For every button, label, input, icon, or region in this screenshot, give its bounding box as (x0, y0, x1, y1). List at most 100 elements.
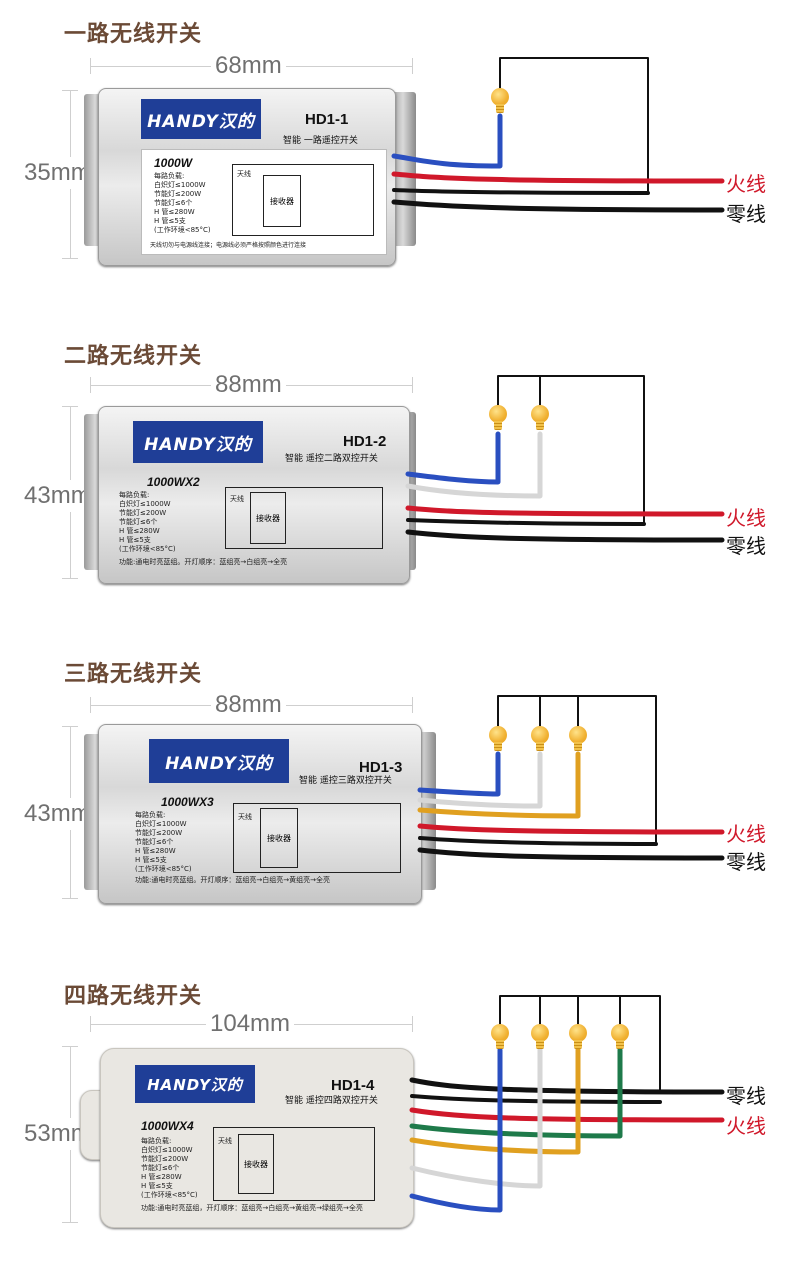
dimension-tick (62, 258, 78, 259)
power-rating: 1000WX3 (161, 795, 214, 809)
function-note: 功能:通电时亮蓝组。开灯顺序：蓝组亮→白组亮→黄组亮→全亮 (135, 876, 330, 884)
load-specs: 每路负载: 白炽灯≤1000W 节能灯≤200W 节能灯≤6个 H 管≤280W… (119, 491, 176, 553)
bulb-icon (611, 1024, 629, 1050)
white-wire (409, 1047, 543, 1189)
live-wire-label: 火线 (726, 1114, 766, 1138)
brand-logo: HANDY汉的 (133, 421, 263, 463)
dimension-tick (90, 377, 91, 393)
live-wire-label: 火线 (726, 822, 766, 846)
black-wire (418, 836, 658, 846)
section-title: 二路无线开关 (64, 344, 203, 369)
dimension-tick (62, 1222, 78, 1223)
live-wire (417, 823, 725, 835)
dimension-tick (412, 377, 413, 393)
receiver-box: 接收器 (238, 1134, 274, 1194)
dimension-tick (90, 1016, 91, 1032)
dimension-tick (62, 1046, 78, 1047)
bulb-icon (531, 405, 549, 431)
loop-wire (499, 57, 649, 194)
brand-logo: HANDY汉的 (141, 99, 261, 139)
loop-wire (497, 695, 657, 845)
receiver-box: 接收器 (250, 492, 286, 544)
neutral-wire-label: 零线 (726, 850, 766, 874)
dimension-tick (90, 58, 91, 74)
live-wire-label: 火线 (726, 506, 766, 530)
height-dimension: 35mm (24, 157, 91, 189)
loop-wire (497, 375, 645, 525)
blue-wire (405, 431, 501, 485)
white-wire (405, 431, 543, 499)
bulb-icon (531, 1024, 549, 1050)
bulb-icon (489, 726, 507, 752)
width-dimension: 88mm (211, 691, 286, 719)
receiver-box: 接收器 (260, 808, 298, 868)
load-specs: 每路负载: 白炽灯≤1000W 节能灯≤200W 节能灯≤6个 H 管≤280W… (154, 172, 211, 234)
dimension-tick (62, 90, 78, 91)
product-subtitle: 智能 遥控二路双控开关 (285, 454, 378, 464)
width-dimension: 68mm (211, 52, 286, 80)
power-rating: 1000WX2 (147, 475, 200, 489)
neutral-wire (417, 847, 725, 861)
blue-wire (417, 751, 501, 797)
load-specs: 每路负载: 白炽灯≤1000W 节能灯≤200W 节能灯≤6个 H 管≤280W… (141, 1137, 198, 1199)
product-subtitle: 智能 一路遥控开关 (283, 136, 358, 146)
product-subtitle: 智能 遥控四路双控开关 (285, 1096, 378, 1106)
bulb-icon (491, 1024, 509, 1050)
width-dimension: 88mm (211, 371, 286, 399)
antenna-label: 天线 (237, 170, 251, 178)
bulb-icon (531, 726, 549, 752)
green-wire (409, 1047, 623, 1139)
switch-housing: HANDY汉的 HD1-1 智能 一路遥控开关 1000W 每路负载: 白炽灯≤… (98, 88, 396, 266)
black-wire (406, 518, 646, 526)
blue-wire (409, 1047, 503, 1213)
dimension-tick (412, 58, 413, 74)
model-number: HD1-3 (359, 759, 403, 776)
wiring-diagram: 天线 接收器 (233, 803, 401, 873)
loop-wire (499, 995, 661, 1093)
live-wire (409, 1107, 725, 1123)
dimension-tick (90, 697, 91, 713)
height-dimension: 43mm (24, 480, 91, 512)
black-wire (392, 188, 650, 195)
switch-housing: HANDY汉的 HD1-4 智能 遥控四路双控开关 1000WX4 每路负载: … (100, 1048, 414, 1228)
section-title: 三路无线开关 (64, 662, 203, 687)
live-wire (391, 171, 725, 184)
neutral-wire (405, 529, 725, 543)
load-specs: 每路负载: 白炽灯≤1000W 节能灯≤200W 节能灯≤6个 H 管≤280W… (135, 811, 192, 873)
white-wire (417, 751, 543, 809)
yellow-wire (409, 1047, 581, 1155)
product-subtitle: 智能 遥控三路双控开关 (299, 776, 392, 786)
model-number: HD1-1 (305, 111, 349, 128)
antenna-label: 天线 (230, 495, 244, 503)
receiver-box: 接收器 (263, 175, 301, 227)
power-rating: 1000W (154, 156, 193, 170)
switch-housing: HANDY汉的 HD1-3 智能 遥控三路双控开关 1000WX3 每路负载: … (98, 724, 422, 904)
function-note: 功能:通电时亮蓝组，开灯顺序：蓝组亮→白组亮→黄组亮→绿组亮→全亮 (141, 1204, 363, 1212)
bulb-icon (491, 88, 509, 114)
antenna-label: 天线 (238, 813, 252, 821)
wiring-diagram: 天线 接收器 (225, 487, 383, 549)
brand-logo: HANDY汉的 (149, 739, 289, 783)
wiring-note: 天线切勿与电源线连接；电源线必须严格按照颜色进行连接 (150, 242, 307, 249)
dimension-tick (62, 578, 78, 579)
neutral-wire (409, 1077, 725, 1095)
dimension-tick (62, 406, 78, 407)
function-note: 功能:通电时亮蓝组。开灯顺序：蓝组亮→白组亮→全亮 (119, 558, 288, 566)
wiring-diagram: 天线 接收器 (213, 1127, 375, 1201)
neutral-wire-label: 零线 (726, 534, 766, 558)
model-number: HD1-2 (343, 433, 387, 450)
dimension-tick (412, 1016, 413, 1032)
bulb-icon (489, 405, 507, 431)
live-wire (405, 505, 725, 517)
neutral-wire (391, 199, 725, 213)
power-rating: 1000WX4 (141, 1119, 194, 1133)
yellow-wire (417, 751, 581, 819)
antenna-label: 天线 (218, 1137, 232, 1145)
bulb-icon (569, 726, 587, 752)
switch-housing: HANDY汉的 HD1-2 智能 遥控二路双控开关 1000WX2 每路负载: … (98, 406, 410, 584)
model-number: HD1-4 (331, 1077, 375, 1094)
black-wire (410, 1094, 662, 1104)
neutral-wire-label: 零线 (726, 1084, 766, 1108)
dimension-tick (412, 697, 413, 713)
